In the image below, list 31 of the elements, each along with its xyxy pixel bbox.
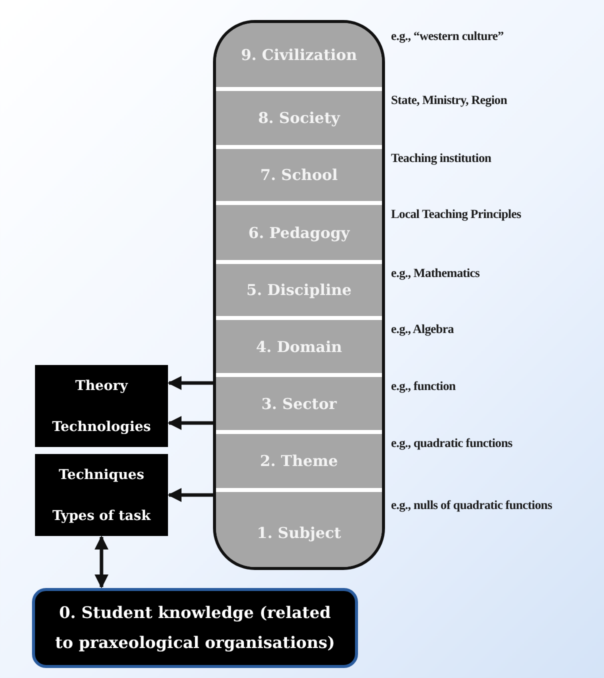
- knowledge-box: [32, 588, 358, 668]
- arrow: [168, 376, 213, 390]
- level-name: 2. Theme: [260, 452, 338, 470]
- box-text: Techniques: [58, 466, 144, 482]
- example-note: e.g., nulls of quadratic functions: [391, 497, 554, 514]
- level-name: 5. Discipline: [246, 281, 352, 299]
- example-note: Teaching institution: [391, 150, 492, 167]
- box-text: 0. Student knowledge (related to praxeological organisations): [54, 602, 336, 654]
- example-note: e.g., “western culture”: [391, 28, 505, 45]
- example-note: Local Teaching Principles: [391, 206, 522, 223]
- arrow: [168, 416, 213, 430]
- arrow: [168, 488, 213, 502]
- level-name: 3. Sector: [261, 394, 337, 412]
- praxeology-box: [35, 365, 168, 447]
- example-note: e.g., function: [391, 378, 457, 395]
- box-text: Technologies: [52, 418, 151, 434]
- praxeology-box: [35, 454, 168, 536]
- box-text: Theory: [75, 378, 128, 394]
- level-band: [216, 488, 382, 567]
- double-arrow: [94, 536, 108, 588]
- level-name: 4. Domain: [256, 338, 342, 356]
- example-note: e.g., Mathematics: [391, 265, 481, 282]
- level-name: 7. School: [260, 166, 338, 184]
- level-name: 1. Subject: [256, 524, 342, 542]
- level-name: 8. Society: [258, 109, 340, 127]
- level-name: 9. Civilization: [240, 46, 358, 64]
- level-name: 6. Pedagogy: [248, 224, 350, 242]
- example-note: e.g., Algebra: [391, 321, 455, 338]
- box-text: Types of task: [52, 508, 151, 524]
- example-note: State, Ministry, Region: [391, 92, 508, 109]
- example-note: e.g., quadratic functions: [391, 435, 514, 452]
